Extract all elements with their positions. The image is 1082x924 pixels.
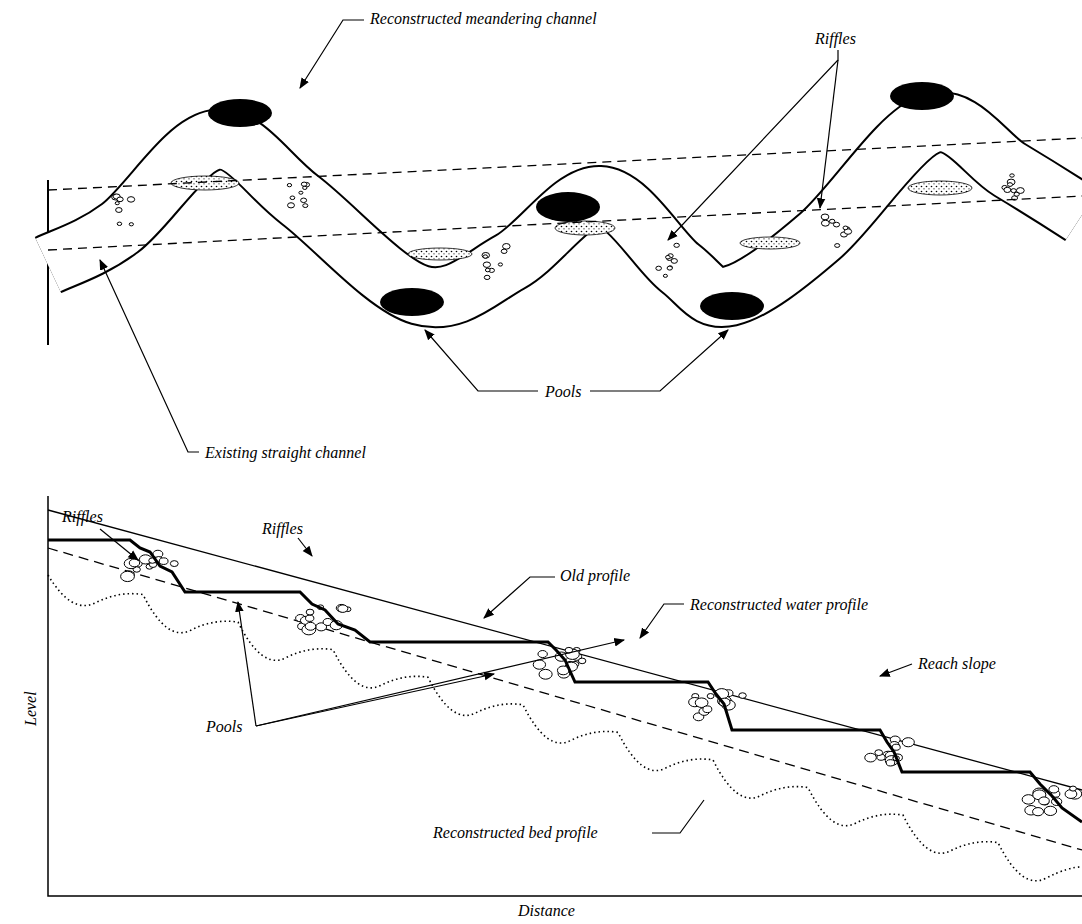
- gravel-stone: [1014, 192, 1019, 196]
- gravel-stone: [117, 197, 123, 201]
- gravel-stone: [666, 255, 671, 258]
- gravel-stone: [129, 559, 139, 567]
- gravel-stone: [115, 202, 119, 205]
- gravel-stone: [484, 275, 490, 279]
- gravel-stone: [703, 706, 712, 713]
- gravel-stone: [303, 186, 307, 189]
- gravel-stone: [482, 252, 490, 258]
- callout-label: Pools: [206, 718, 242, 736]
- gravel-stone: [539, 669, 552, 679]
- axis-label: Level: [22, 691, 40, 726]
- axis-label: Distance: [518, 902, 575, 920]
- gravel-stone: [656, 266, 662, 270]
- gravel-stone: [1070, 786, 1077, 791]
- gravel-stone: [667, 266, 672, 270]
- channel-bank: [48, 122, 1082, 297]
- callout-label: Existing straight channel: [205, 444, 366, 462]
- gravel-stone: [538, 651, 547, 658]
- callout-label: Reconstructed meandering channel: [370, 10, 597, 28]
- gravel-stone: [117, 222, 122, 225]
- gravel-stone: [121, 571, 135, 581]
- meandering-channel: [48, 122, 1082, 297]
- callout-label: Reconstructed water profile: [690, 596, 868, 614]
- leader-lines: [100, 529, 912, 833]
- gravel-stone: [301, 198, 307, 203]
- gravel-stone: [290, 196, 295, 200]
- callout-label: Reach slope: [918, 655, 996, 673]
- axes: [48, 496, 1082, 896]
- gravel-stone: [306, 609, 314, 615]
- gravel-stone: [902, 738, 914, 747]
- gravel-stone: [170, 561, 178, 567]
- water-profile-line: [48, 540, 1082, 822]
- gravel-stone: [301, 182, 307, 186]
- gravel-stone: [129, 223, 133, 226]
- gravel-stone: [501, 249, 507, 253]
- callout-label: Riffles: [262, 520, 303, 538]
- gravel-stone: [1010, 174, 1014, 177]
- gravel-stone: [1033, 808, 1044, 816]
- gravel-stone: [159, 558, 168, 565]
- callout-label: Reconstructed bed profile: [433, 824, 598, 842]
- callout-label: Riffles: [62, 508, 103, 526]
- gravel-stone: [886, 760, 894, 766]
- gravel-stone: [835, 244, 840, 248]
- gravel-stone: [875, 750, 883, 756]
- callout-label: Old profile: [560, 567, 630, 585]
- gravel-stone: [707, 694, 714, 699]
- gravel-stone: [821, 220, 829, 226]
- riffle-gravel: [112, 174, 1025, 280]
- old-profile-line: [48, 575, 1082, 881]
- gravel-stone: [299, 191, 303, 194]
- gravel-stone: [1049, 786, 1059, 793]
- gravel-stone: [739, 693, 746, 699]
- callout-label: Pools: [545, 383, 581, 401]
- leader-lines: [100, 20, 838, 452]
- gravel-stone: [117, 197, 123, 202]
- gravel-stone: [338, 605, 348, 613]
- gravel-stone: [1039, 797, 1050, 805]
- gravel-stone: [865, 753, 877, 762]
- gravel-stone: [498, 263, 502, 266]
- gravel-stone: [663, 274, 667, 277]
- gravel-stone: [116, 208, 122, 213]
- gravel-stone: [578, 658, 585, 664]
- gravel-stone: [306, 615, 314, 621]
- pool-blobs: [208, 82, 954, 320]
- point-bars: [171, 176, 972, 260]
- gravel-stone: [305, 622, 316, 630]
- straight-channel-edge: [48, 196, 1082, 250]
- channel-water: [48, 122, 1082, 297]
- gravel-stone: [674, 243, 679, 247]
- gravel-stone: [1004, 187, 1011, 192]
- gravel-stone: [303, 204, 308, 208]
- gravel-stone: [1044, 806, 1056, 815]
- gravel-stone: [1007, 183, 1012, 187]
- gravel-stone: [483, 262, 490, 267]
- gravel-stone: [671, 259, 677, 264]
- straight-channel-edge: [48, 138, 1082, 190]
- reach-slope-line: [48, 510, 1082, 790]
- callout-label: Riffles: [815, 30, 856, 48]
- gravel-stone: [127, 197, 134, 203]
- gravel-stone: [843, 226, 848, 230]
- gravel-stone: [485, 268, 490, 272]
- gravel-stone: [287, 183, 291, 186]
- gravel-stone: [829, 219, 834, 223]
- gravel-stone: [503, 244, 511, 250]
- gravel-stone: [288, 203, 295, 208]
- gravel-stone: [483, 255, 487, 258]
- gravel-stone: [821, 214, 829, 220]
